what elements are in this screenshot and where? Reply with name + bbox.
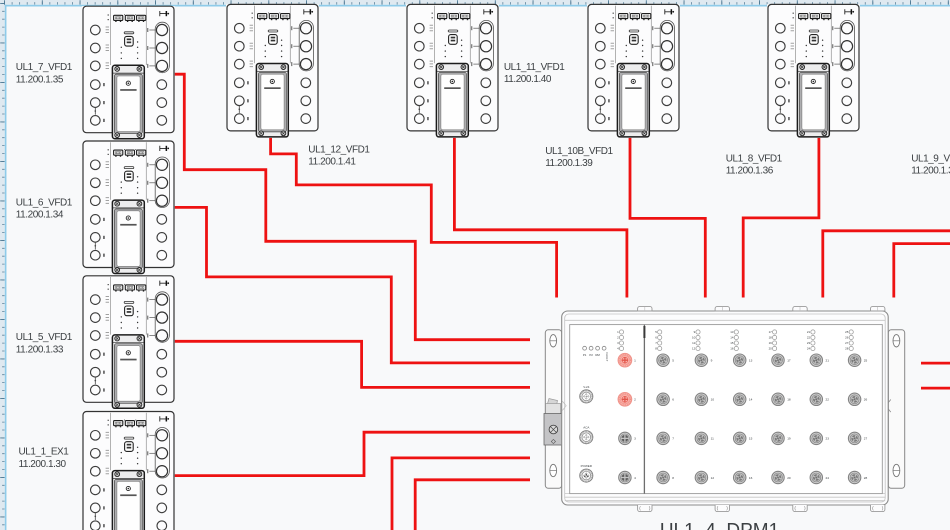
svg-text:25: 25 [845, 330, 849, 334]
svg-text:UL1_12_VFD1: UL1_12_VFD1 [308, 144, 370, 155]
svg-text:28: 28 [864, 476, 868, 480]
svg-text:POWER: POWER [581, 464, 593, 468]
svg-text:UL1_9_VFD1: UL1_9_VFD1 [911, 153, 950, 164]
svg-text:27: 27 [845, 341, 849, 345]
svg-text:11.200.1.40: 11.200.1.40 [504, 74, 552, 85]
svg-text:RM: RM [595, 353, 600, 357]
svg-text:17: 17 [769, 330, 773, 334]
svg-text:UL1_4_DPM1: UL1_4_DPM1 [660, 521, 779, 530]
svg-text:11.200.1.30: 11.200.1.30 [19, 459, 67, 470]
svg-text:11.200.1.41: 11.200.1.41 [308, 157, 356, 168]
svg-text:26: 26 [845, 336, 849, 340]
svg-text:12: 12 [692, 347, 696, 351]
svg-text:14: 14 [749, 398, 753, 402]
svg-text:20: 20 [769, 347, 773, 351]
svg-text:21: 21 [826, 359, 830, 363]
svg-text:25: 25 [864, 359, 868, 363]
svg-text:6: 6 [672, 398, 674, 402]
svg-text:15: 15 [730, 341, 734, 345]
svg-text:26: 26 [864, 398, 868, 402]
svg-text:10: 10 [692, 336, 696, 340]
svg-text:23: 23 [826, 437, 830, 441]
svg-text:UL1_8_VFD1: UL1_8_VFD1 [726, 154, 783, 165]
svg-text:21: 21 [807, 330, 811, 334]
svg-text:3: 3 [634, 437, 636, 441]
svg-text:13: 13 [730, 330, 734, 334]
svg-text:7: 7 [655, 341, 657, 345]
svg-text:6: 6 [655, 336, 657, 340]
svg-text:UL1_10B_VFD1: UL1_10B_VFD1 [545, 146, 613, 157]
svg-text:11.200.1.34: 11.200.1.34 [16, 210, 64, 221]
svg-text:5: 5 [672, 359, 674, 363]
svg-text:12: 12 [711, 476, 715, 480]
svg-text:UL1_6_VFD1: UL1_6_VFD1 [16, 198, 73, 209]
svg-text:UL1_7_VFD1: UL1_7_VFD1 [16, 62, 73, 73]
svg-text:3: 3 [617, 341, 619, 345]
svg-text:24: 24 [826, 476, 830, 480]
svg-text:1: 1 [634, 359, 636, 363]
svg-text:8: 8 [672, 476, 674, 480]
svg-text:19: 19 [787, 437, 791, 441]
svg-text:UL1_11_VFD1: UL1_11_VFD1 [504, 62, 565, 73]
svg-text:2: 2 [617, 336, 619, 340]
svg-text:4: 4 [617, 347, 619, 351]
svg-text:7: 7 [672, 437, 674, 441]
svg-text:18: 18 [769, 336, 773, 340]
svg-text:15: 15 [749, 437, 753, 441]
svg-text:11.200.1.33: 11.200.1.33 [16, 344, 64, 355]
svg-text:1: 1 [617, 330, 619, 334]
svg-text:4: 4 [634, 476, 636, 480]
svg-text:11.200.1.36: 11.200.1.36 [726, 166, 774, 177]
svg-text:9: 9 [694, 330, 696, 334]
svg-text:22: 22 [826, 398, 830, 402]
svg-text:20: 20 [787, 476, 791, 480]
svg-text:5: 5 [655, 330, 657, 334]
svg-text:28: 28 [845, 347, 849, 351]
svg-text:11.200.1.39: 11.200.1.39 [545, 158, 593, 169]
svg-text:13: 13 [749, 359, 753, 363]
svg-text:UL1_1_EX1: UL1_1_EX1 [19, 447, 70, 458]
svg-text:17: 17 [787, 359, 791, 363]
svg-text:11: 11 [692, 341, 695, 345]
svg-text:10: 10 [711, 398, 715, 402]
svg-text:8: 8 [655, 347, 657, 351]
svg-text:P2: P2 [589, 353, 593, 357]
svg-text:24: 24 [807, 347, 811, 351]
svg-text:16: 16 [730, 347, 734, 351]
svg-text:11: 11 [711, 437, 714, 441]
svg-text:16: 16 [749, 476, 753, 480]
svg-text:P1: P1 [583, 353, 587, 357]
svg-text:V-24: V-24 [583, 385, 590, 389]
svg-text:2: 2 [634, 398, 636, 402]
svg-text:22: 22 [807, 336, 811, 340]
svg-text:23: 23 [807, 341, 811, 345]
svg-text:14: 14 [730, 336, 734, 340]
svg-text:9: 9 [711, 359, 713, 363]
svg-text:11.200.1.35: 11.200.1.35 [16, 75, 64, 86]
svg-text:11.200.1.37: 11.200.1.37 [911, 166, 950, 177]
svg-text:ACA: ACA [583, 426, 589, 430]
svg-text:18: 18 [787, 398, 791, 402]
svg-text:UL1_5_VFD1: UL1_5_VFD1 [16, 332, 73, 343]
svg-text:19: 19 [769, 341, 773, 345]
svg-text:FAULT: FAULT [605, 353, 609, 362]
svg-text:27: 27 [864, 437, 868, 441]
